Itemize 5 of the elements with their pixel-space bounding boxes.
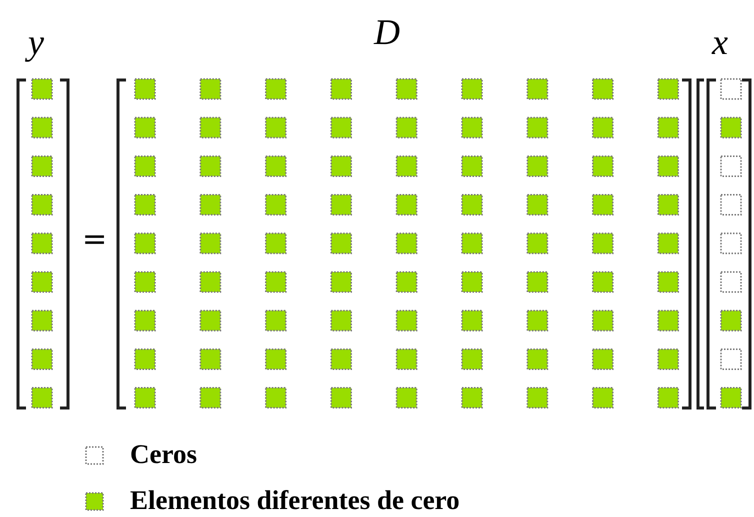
matrix-label: D — [374, 14, 400, 50]
legend-text: Ceros — [130, 439, 197, 469]
legend-text: Elementos diferentes de cero — [130, 485, 460, 515]
matrix-label: x — [712, 24, 728, 60]
equals-sign: = — [82, 222, 108, 258]
